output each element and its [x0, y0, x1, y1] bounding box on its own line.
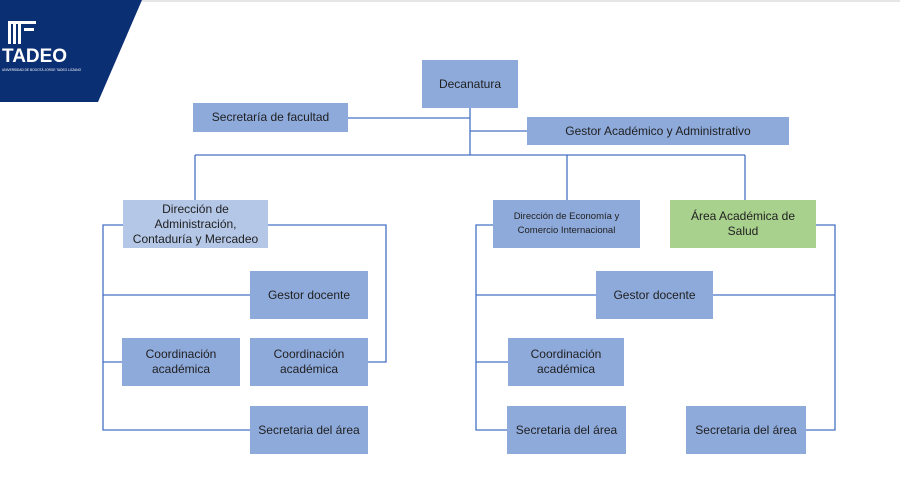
box-coordinacion-left-2: Coordinación académica [250, 338, 368, 386]
box-decanatura: Decanatura [422, 60, 518, 108]
box-dir-administracion: Dirección de Administración, Contaduría … [123, 200, 268, 248]
box-gestor-docente-left: Gestor docente [250, 271, 368, 319]
logo-mark-icon [8, 21, 36, 44]
box-dir-economia: Dirección de Economía y Comercio Interna… [493, 200, 640, 248]
tadeo-logo: TADEO UNIVERSIDAD DE BOGOTÁ JORGE TADEO … [0, 0, 142, 102]
box-secretaria-area-center: Secretaria del área [507, 406, 626, 454]
box-gestor-docente-center: Gestor docente [596, 271, 713, 319]
logo-tagline: UNIVERSIDAD DE BOGOTÁ JORGE TADEO LOZANO [2, 68, 82, 72]
box-coordinacion-center: Coordinación académica [508, 338, 624, 386]
box-secretaria-area-right: Secretaria del área [686, 406, 806, 454]
top-border [0, 0, 900, 2]
box-secretaria-area-left: Secretaria del área [250, 406, 368, 454]
box-gestor-academico: Gestor Académico y Administrativo [527, 117, 789, 145]
logo-brand-text: TADEO [2, 46, 67, 67]
box-area-salud: Área Académica de Salud [670, 200, 816, 248]
box-secretaria-facultad: Secretaría de facultad [193, 103, 348, 132]
box-coordinacion-left-1: Coordinación académica [122, 338, 240, 386]
